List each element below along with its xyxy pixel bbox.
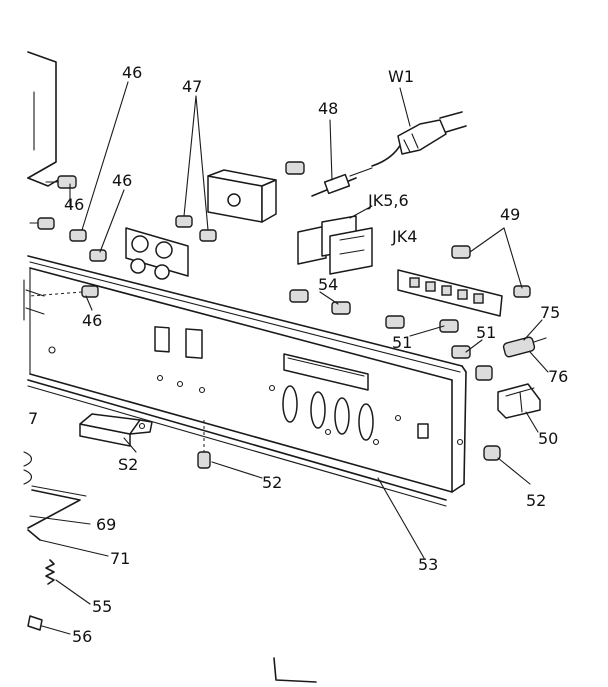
label-46-a: 46 — [122, 63, 142, 82]
part-labels: 46 46 46 46 47 48 W1 JK5,6 JK4 49 54 51 … — [28, 63, 568, 646]
label-jk5-6: JK5,6 — [367, 191, 409, 210]
label-jk4: JK4 — [391, 227, 417, 246]
jack-board-47 — [125, 227, 189, 280]
switch-s2 — [79, 413, 153, 447]
label-71: 71 — [110, 549, 130, 568]
screw-51-a — [385, 315, 405, 329]
screw-46-a — [45, 175, 77, 189]
screw-right — [475, 365, 493, 381]
connector-75-76 — [502, 336, 547, 358]
screw-51-c — [451, 345, 471, 359]
screw-54-a — [289, 289, 309, 303]
label-46-b: 46 — [64, 195, 84, 214]
front-chassis-panel — [23, 255, 467, 507]
label-55: 55 — [92, 597, 112, 616]
plate-69 — [27, 485, 87, 529]
label-56: 56 — [72, 627, 92, 646]
screw-46-e — [29, 285, 99, 298]
label-w1: W1 — [388, 67, 414, 86]
label-52-a: 52 — [262, 473, 282, 492]
screw-54-b — [331, 301, 351, 315]
screw-49-a — [451, 245, 471, 259]
label-47: 47 — [182, 77, 202, 96]
label-49: 49 — [500, 205, 520, 224]
bracket-50 — [497, 383, 541, 419]
screw-46-d — [89, 249, 107, 262]
screw-52-lower — [197, 420, 211, 469]
screw-52-right — [483, 445, 501, 461]
screw-46-b — [29, 217, 55, 230]
label-54: 54 — [318, 275, 338, 294]
screw-47-a — [175, 215, 193, 228]
label-76: 76 — [548, 367, 568, 386]
cabinet-fragment — [27, 51, 59, 187]
label-52-b: 52 — [526, 491, 546, 510]
screw-47-b — [199, 229, 217, 242]
label-53: 53 — [418, 555, 438, 574]
label-46-c: 46 — [112, 171, 132, 190]
label-75: 75 — [540, 303, 560, 322]
label-7: 7 — [28, 409, 38, 428]
jack-board-jk4 — [397, 269, 503, 317]
clip-56 — [27, 615, 43, 631]
screw-top — [285, 161, 305, 175]
cable-tie-48 — [311, 167, 373, 197]
screw-46-c — [69, 229, 87, 242]
bottom-mark — [273, 657, 317, 683]
screw-49-b — [513, 285, 531, 298]
label-51-b: 51 — [476, 323, 496, 342]
screw-51-b — [439, 319, 459, 333]
spring-55 — [45, 559, 55, 585]
label-50: 50 — [538, 429, 558, 448]
panel-cutouts — [48, 326, 464, 446]
label-69: 69 — [96, 515, 116, 534]
left-coil — [23, 451, 33, 485]
label-s2: S2 — [118, 455, 138, 474]
power-cord-w1 — [371, 111, 467, 167]
wire-71 — [27, 529, 41, 541]
jacks-jk5-6 — [297, 215, 373, 275]
terminal-box — [207, 169, 277, 223]
label-51-a: 51 — [392, 333, 412, 352]
label-48: 48 — [318, 99, 338, 118]
label-46-d: 46 — [82, 311, 102, 330]
leader-lines — [29, 81, 549, 635]
